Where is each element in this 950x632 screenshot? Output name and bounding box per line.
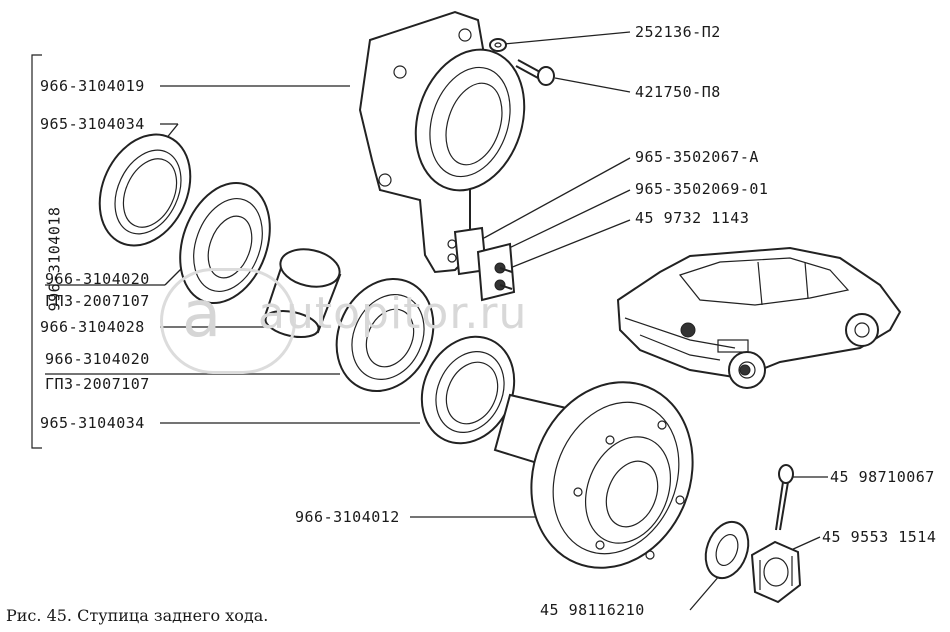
- bolt-part: [515, 59, 555, 86]
- car-illustration: [616, 246, 902, 389]
- watermark-logo: [160, 268, 296, 374]
- seal-bottom-part: [420, 335, 516, 445]
- label-seal-bottom: 965-3104034: [40, 414, 145, 432]
- watermark-text: autopitor.ru: [258, 288, 528, 339]
- watermark-letter: a: [182, 278, 222, 352]
- label-spacer: 966-3104028: [40, 318, 145, 336]
- label-washer-bottom: 45 98116210: [540, 601, 645, 619]
- washer-top-part: [489, 38, 507, 52]
- bearing-bottom-part: [335, 277, 435, 393]
- group-bracket: [31, 54, 42, 449]
- hub-part: [493, 381, 694, 569]
- label-plate-a: 965-3502067-А: [635, 148, 759, 166]
- spacer-part: [263, 248, 342, 339]
- label-bearing-bottom-alt: ГПЗ-2007107: [45, 375, 150, 393]
- label-plate-b: 965-3502069-01: [635, 180, 769, 198]
- label-hub: 966-3104012: [295, 508, 400, 526]
- label-washer-top: 252136-П2: [635, 23, 721, 41]
- label-bearing-top: 966-3104020: [45, 270, 150, 288]
- hub-housing: [358, 10, 526, 274]
- label-seal-top: 965-3104034: [40, 115, 145, 133]
- seal-top-part: [98, 133, 192, 247]
- cotter-pin-part: [775, 464, 794, 531]
- label-cotter-pin: 45 98710067: [830, 468, 935, 486]
- label-bearing-bottom: 966-3104020: [45, 350, 150, 368]
- label-hub-housing: 966-3104019: [40, 77, 145, 95]
- label-nut-small: 45 9732 1143: [635, 209, 750, 227]
- label-castle-nut: 45 9553 1514: [822, 528, 937, 546]
- castle-nut-part: [750, 540, 802, 604]
- label-bolt: 421750-П8: [635, 83, 721, 101]
- figure-caption: Рис. 45. Ступица заднего хода.: [6, 606, 269, 625]
- leader-lines: [45, 31, 828, 611]
- plates-part: [453, 226, 516, 302]
- washer-bottom-part: [704, 520, 750, 580]
- label-bearing-top-alt: ГПЗ-2007107: [45, 292, 150, 310]
